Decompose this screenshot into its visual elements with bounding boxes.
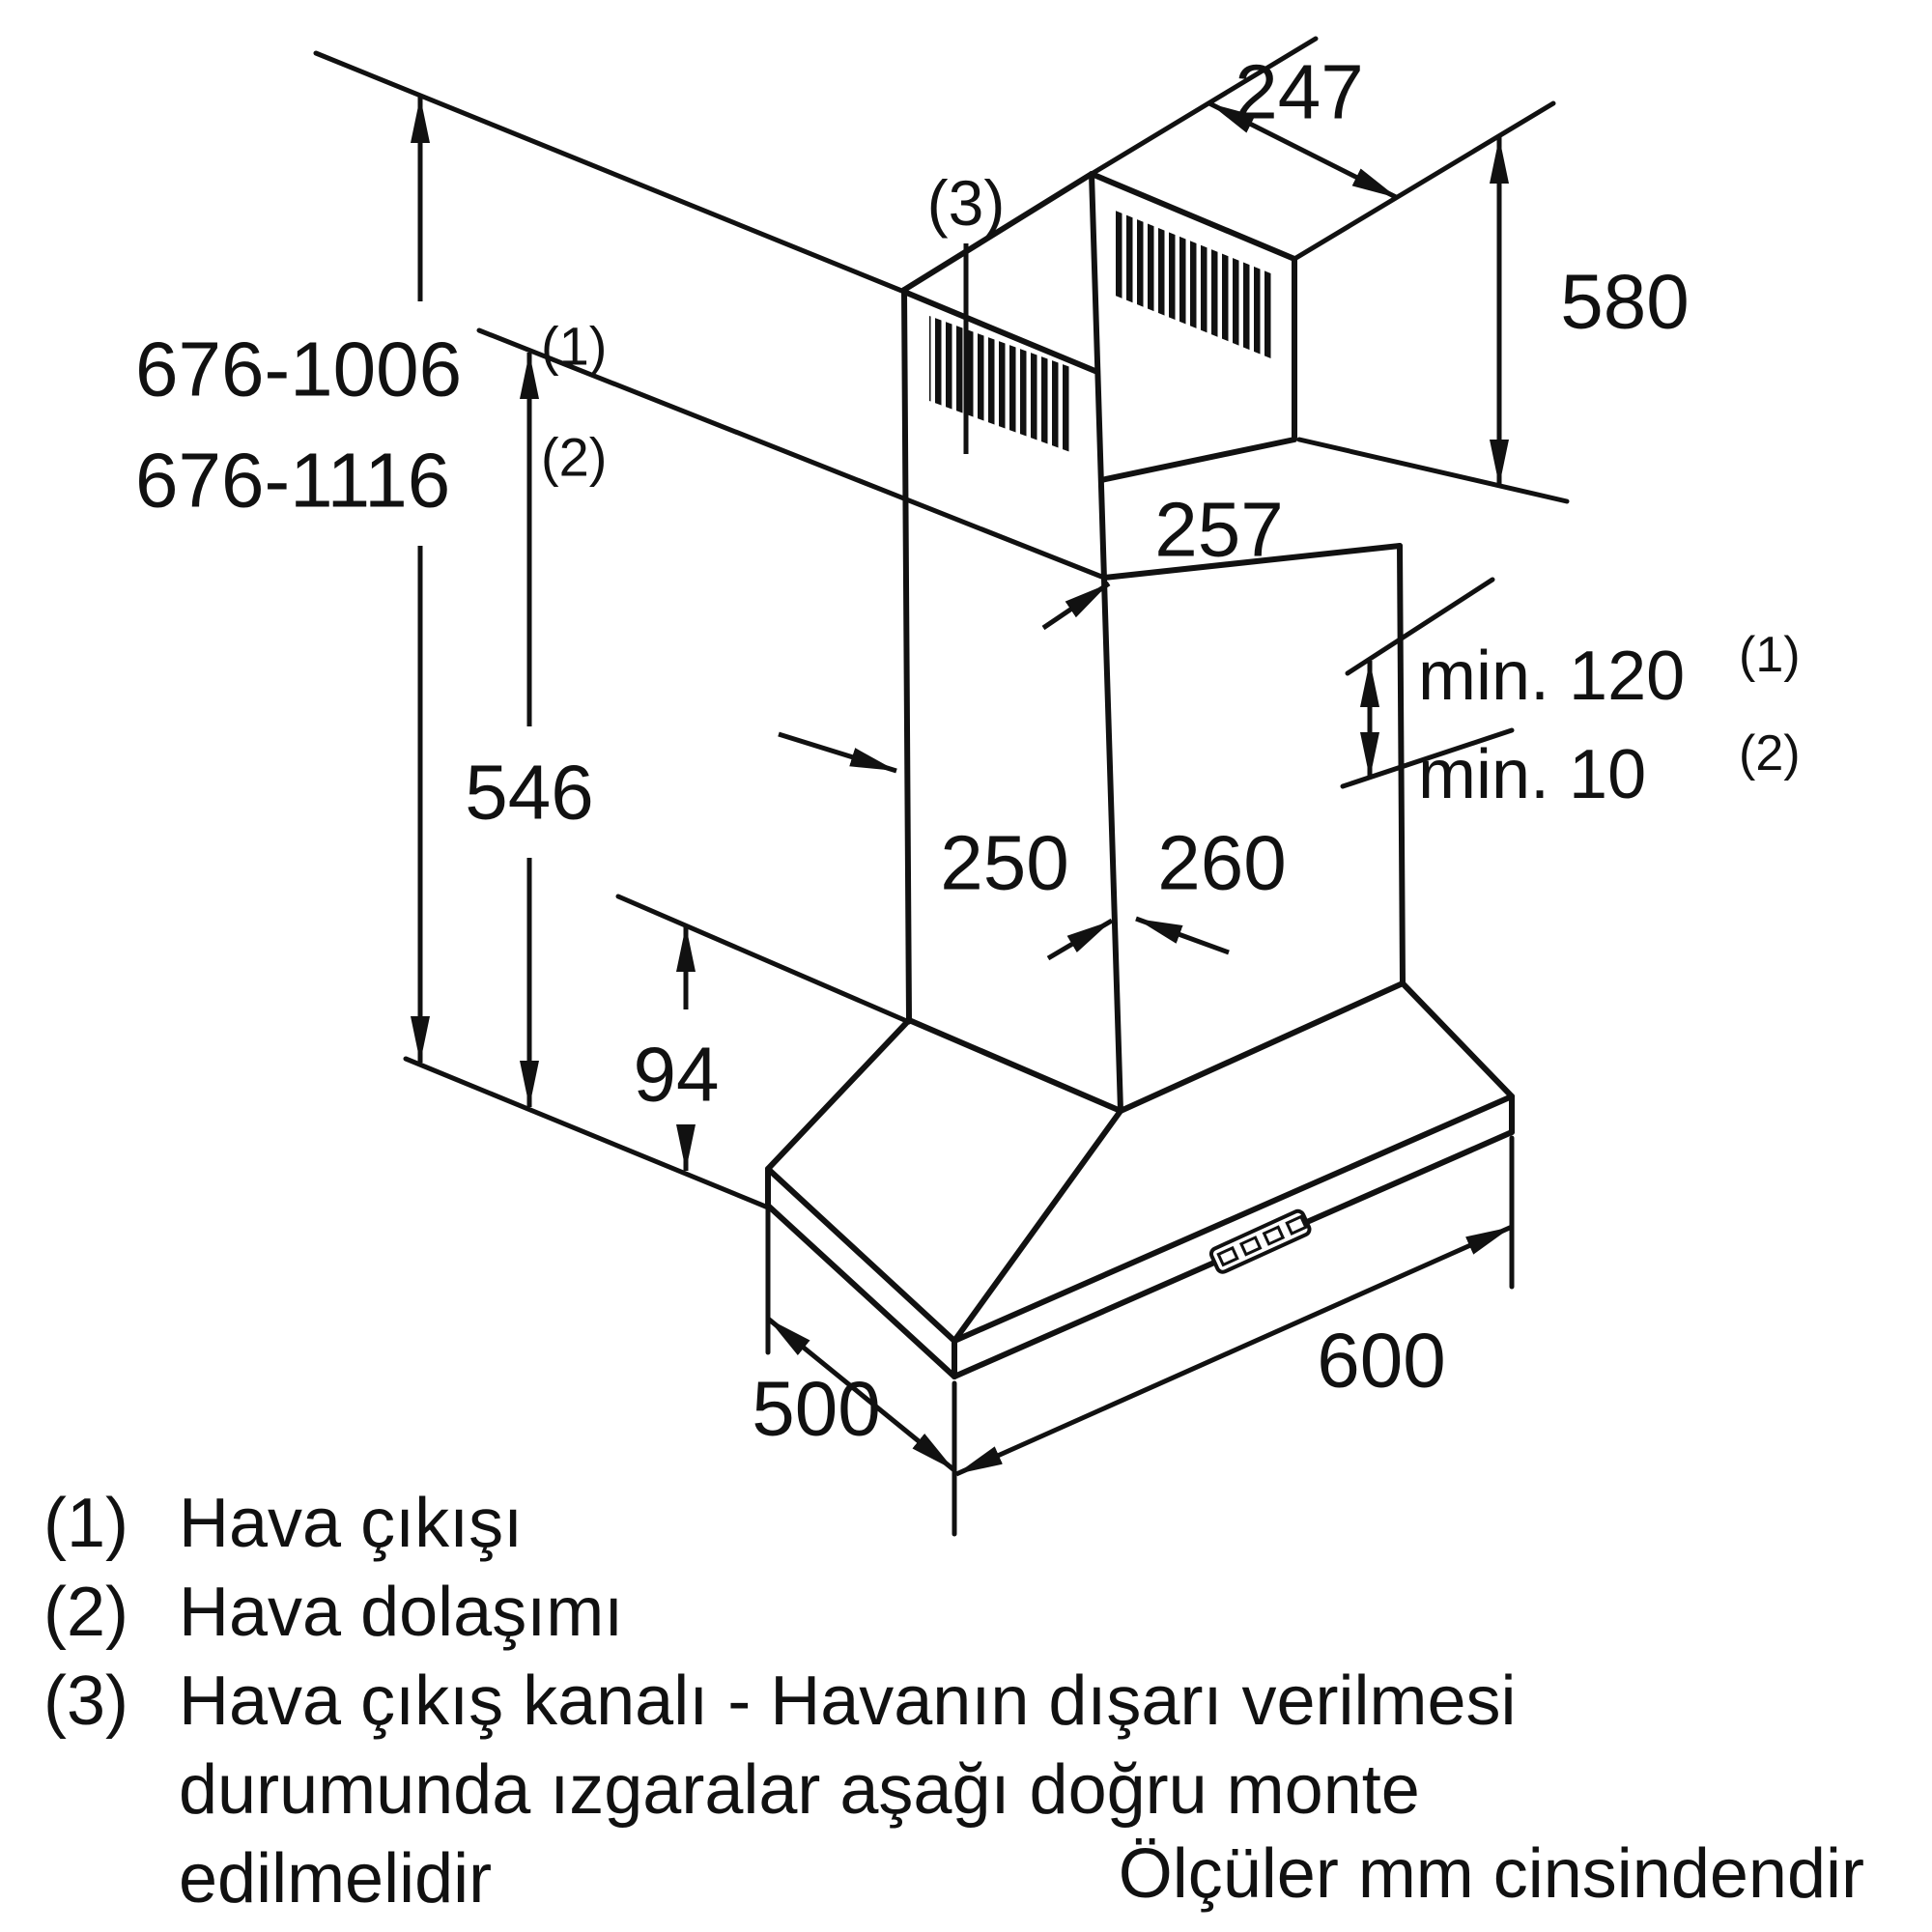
label-250: 250 — [940, 820, 1068, 906]
label-min-120-note: (1) — [1739, 627, 1801, 683]
ext-247-580-top — [1292, 100, 1556, 262]
vent-grille-right — [1113, 210, 1273, 359]
legend-1-text: Hava çıkışı — [179, 1485, 523, 1562]
canopy-foot-left — [906, 1017, 1123, 1114]
label-callout-3: (3) — [927, 167, 1006, 239]
ext-580-bottom — [1296, 437, 1570, 504]
legend-3-cont-1: durumunda ızgaralar aşağı doğru monte — [179, 1751, 1420, 1829]
duct-top-rim-right — [1089, 171, 1297, 262]
label-total-height-2: 676-1116 — [135, 438, 450, 524]
canopy-ridge-right — [1400, 980, 1515, 1099]
label-260: 260 — [1157, 820, 1286, 906]
dimension-labels: 676-1006 (1) 676-1116 (2) 247 580 257 mi… — [135, 49, 1801, 1452]
dimension-lines — [411, 97, 1514, 1477]
ext-94-top — [615, 894, 912, 1025]
legend-2-num: (2) — [43, 1574, 128, 1651]
label-min-120: min. 120 — [1418, 638, 1685, 715]
extension-lines — [313, 36, 1570, 1537]
label-600: 600 — [1317, 1318, 1445, 1404]
legend: (1) Hava çıkışı (2) Hava dolaşımı (3) Ha… — [43, 1485, 1864, 1918]
arrow-260-corner — [1135, 916, 1230, 955]
canopy-foot-right — [1118, 980, 1406, 1114]
duct-front-corner-edge — [1089, 171, 1123, 1114]
duct-top-rim-left — [901, 171, 1094, 293]
lower-duct-rim-right — [1101, 543, 1403, 581]
ext-247-left — [1089, 36, 1319, 177]
label-580: 580 — [1560, 259, 1689, 345]
label-94: 94 — [634, 1032, 720, 1118]
upper-duct-bottom-right — [1098, 437, 1297, 483]
legend-3-num: (3) — [43, 1662, 128, 1740]
duct-left-edge — [901, 287, 912, 1023]
arrow-250-left-face — [778, 731, 897, 774]
dim-247 — [1208, 100, 1400, 201]
dim-600 — [954, 1224, 1514, 1477]
legend-1-num: (1) — [43, 1485, 128, 1562]
label-total-height-1-note: (1) — [541, 316, 607, 377]
units-note: Ölçüler mm cinsindendir — [1119, 1835, 1864, 1913]
ext-joint-line — [476, 327, 1107, 581]
label-min-10-note: (2) — [1739, 725, 1801, 781]
arrow-250-corner — [1046, 918, 1114, 961]
legend-3-text: Hava çıkış kanalı - Havanın dışarı veril… — [179, 1662, 1517, 1740]
label-total-height-1: 676-1006 — [135, 327, 462, 412]
canopy-rim-left — [765, 1166, 957, 1344]
ext-bottom-shared — [403, 1056, 771, 1210]
label-257: 257 — [1154, 487, 1283, 573]
label-247: 247 — [1235, 49, 1363, 135]
duct-near-rim-left — [901, 289, 1100, 375]
dim-500 — [766, 1317, 956, 1472]
canopy-ridge-left — [765, 1017, 912, 1172]
label-total-height-2-note: (2) — [541, 427, 607, 488]
label-500: 500 — [752, 1366, 880, 1452]
legend-2-text: Hava dolaşımı — [179, 1574, 623, 1651]
legend-3-cont-2: edilmelidir — [179, 1840, 492, 1918]
ext-min-top — [1345, 577, 1495, 676]
ext-total-top — [313, 50, 907, 295]
label-546: 546 — [465, 750, 593, 836]
arrow-257-joint — [1041, 581, 1111, 631]
label-min-10: min. 10 — [1418, 736, 1646, 813]
